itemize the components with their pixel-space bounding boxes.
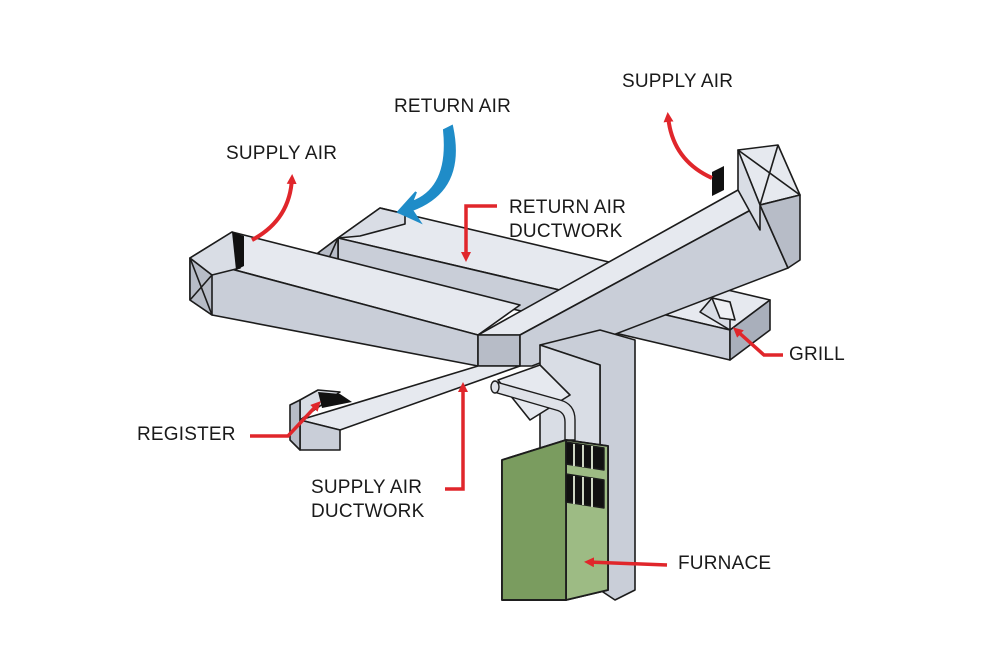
label-grill: GRILL <box>789 344 845 365</box>
supply-air-arrow-right <box>663 112 713 180</box>
label-supply-air-ductwork-1: SUPPLY AIR <box>311 477 423 498</box>
supply-duct-left <box>189 231 521 367</box>
label-supply-air-ductwork-2: DUCTWORK <box>311 501 425 522</box>
label-return-air: RETURN AIR <box>394 96 512 117</box>
supply-air-arrow-left <box>251 174 297 242</box>
label-supply-air-left: SUPPLY AIR <box>226 143 338 164</box>
pointer-lines <box>250 204 783 568</box>
furnace-vents <box>565 441 605 509</box>
furnace-unit <box>501 439 609 601</box>
label-furnace: FURNACE <box>678 553 772 574</box>
label-supply-air-right: SUPPLY AIR <box>622 71 734 92</box>
register-right-top <box>712 166 724 196</box>
supply-duct-right <box>477 144 801 367</box>
label-return-air-ductwork-1: RETURN AIR <box>509 197 627 218</box>
label-register: REGISTER <box>137 424 236 445</box>
grill-riser <box>699 297 736 331</box>
label-return-air-ductwork-2: DUCTWORK <box>509 221 623 242</box>
return-air-arrow <box>396 124 456 225</box>
return-duct-riser <box>337 207 406 239</box>
register-left-top <box>232 232 244 270</box>
register-lower <box>318 392 352 408</box>
supply-duct-lower <box>289 365 521 451</box>
